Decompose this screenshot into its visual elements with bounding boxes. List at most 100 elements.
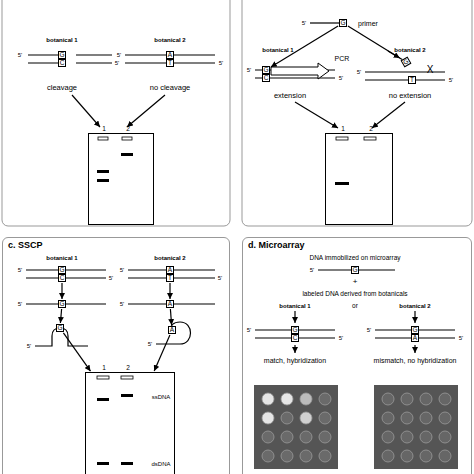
- array-spot: [281, 412, 293, 424]
- gel-box: 12ssDNAdsDNA: [85, 372, 175, 474]
- array-spot: [401, 431, 413, 443]
- annotation-label: or: [352, 303, 358, 310]
- nucleotide-letter: C: [60, 60, 65, 67]
- array-spot: [319, 431, 331, 443]
- flow-arrow: [372, 102, 405, 128]
- gel-band: [97, 398, 109, 401]
- annotation-label: 5': [310, 267, 314, 273]
- array-spot: [262, 431, 274, 443]
- array-spot: [281, 393, 293, 405]
- nucleotide-box: G: [339, 19, 347, 27]
- gel-band: [97, 179, 109, 182]
- flow-arrow: [127, 95, 165, 127]
- annotation-label: mismatch, no hybridization: [374, 357, 457, 364]
- annotation-label: labeled DNA derived from botanicals: [302, 291, 407, 298]
- nucleotide-letter: G: [59, 301, 64, 308]
- connector-arrow: [169, 283, 170, 299]
- dna-strand: [76, 62, 112, 63]
- nucleotide-letter: G: [57, 325, 62, 332]
- flow-arrow: [414, 311, 415, 323]
- nucleotide-box: A: [166, 300, 174, 308]
- flow-arrow: [294, 345, 295, 353]
- annotation-label: 5': [357, 69, 361, 75]
- array-spot: [319, 393, 331, 405]
- array-spot: [439, 412, 451, 424]
- nucleotide-box: G: [291, 326, 299, 334]
- array-spot: [382, 431, 394, 443]
- nucleotide-box: A: [168, 326, 176, 334]
- array-spot: [300, 393, 312, 405]
- flow-arrow: [295, 102, 338, 128]
- lane-number: 1: [102, 126, 106, 133]
- nucleotide-letter: C: [264, 75, 269, 82]
- annotation-label: 5': [148, 341, 152, 347]
- nucleotide-letter: C: [293, 335, 298, 342]
- dna-strand: [26, 277, 106, 278]
- connector-arrow: [154, 335, 170, 371]
- flow-arrow: [414, 345, 415, 353]
- panel-title: c. SSCP: [8, 241, 43, 250]
- lane-number: 2: [126, 365, 130, 372]
- annotation-label: botanical 1: [46, 255, 77, 261]
- nucleotide-letter: G: [412, 327, 417, 334]
- annotation-label: 5': [109, 275, 113, 281]
- microarray-image: [254, 385, 338, 469]
- nucleotide-box: G: [262, 66, 270, 74]
- annotation-label: PCR: [335, 55, 350, 62]
- array-spot: [439, 431, 451, 443]
- panel-frame: d. MicroarrayGGCGA: [242, 237, 472, 474]
- nucleotide-box: G: [411, 326, 419, 334]
- annotation-label: 5': [120, 267, 124, 273]
- annotation-label: match, hybridization: [264, 357, 326, 364]
- nucleotide-letter: G: [59, 52, 64, 59]
- annotation-label: +: [353, 278, 358, 286]
- nucleotide-box: C: [58, 274, 66, 282]
- array-spot: [401, 412, 413, 424]
- annotation-label: botanical 1: [46, 37, 77, 43]
- gel-band: [121, 394, 133, 397]
- gel-well: [122, 137, 132, 140]
- annotation-label: botanical 2: [394, 47, 425, 53]
- nucleotide-box: T: [408, 76, 416, 84]
- connector-arrow: [348, 26, 400, 58]
- nucleotide-letter: A: [413, 335, 417, 342]
- connector-arrow: [170, 309, 171, 325]
- nucleotide-letter: A: [168, 267, 172, 274]
- panel-title: d. Microarray: [248, 241, 305, 250]
- array-spot: [420, 412, 432, 424]
- nucleotide-box: G: [58, 51, 66, 59]
- gel-band: [97, 462, 109, 465]
- annotation-label: extension: [274, 92, 306, 100]
- dna-strand: [26, 269, 106, 270]
- annotation-label: no extension: [389, 92, 432, 100]
- lane-number: 2: [126, 126, 130, 133]
- array-spot: [300, 412, 312, 424]
- annotation-label: botanical 2: [399, 303, 430, 309]
- nucleotide-box: C: [262, 74, 270, 82]
- array-spot: [262, 412, 274, 424]
- nucleotide-letter: G: [59, 267, 64, 274]
- array-spot: [420, 431, 432, 443]
- nucleotide-box: T: [166, 274, 174, 282]
- annotation-label: 5': [120, 301, 124, 307]
- nucleotide-box: C: [58, 59, 66, 67]
- annotation-label: botanical 2: [154, 37, 185, 43]
- array-spot: [382, 412, 394, 424]
- gel-well: [121, 376, 133, 379]
- array-spot: [319, 450, 331, 462]
- gel-well: [336, 137, 348, 140]
- dna-strand: [76, 54, 112, 55]
- gel-band: [335, 182, 349, 185]
- annotation-label: 5': [367, 327, 371, 333]
- connector-arrow: [271, 26, 338, 67]
- nucleotide-letter: T: [168, 60, 172, 67]
- lane-number: 2: [369, 126, 373, 133]
- array-spot: [420, 450, 432, 462]
- annotation-label: 5': [339, 75, 343, 81]
- array-spot: [281, 431, 293, 443]
- nucleotide-box: G: [58, 300, 66, 308]
- flow-arrow: [294, 311, 295, 323]
- nucleotide-box: A: [411, 334, 419, 342]
- array-spot: [262, 393, 274, 405]
